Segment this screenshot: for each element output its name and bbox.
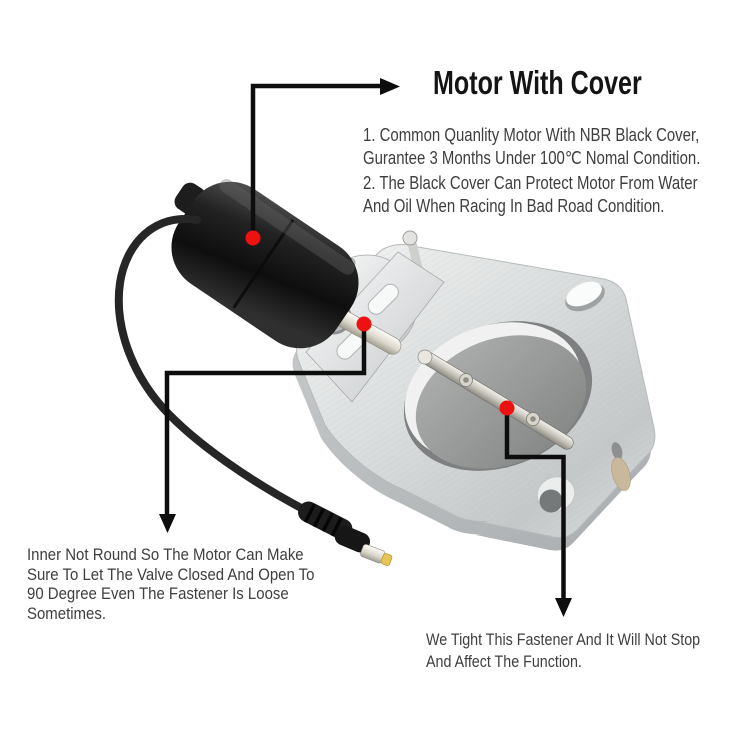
text-line: Gurantee 3 Months Under 100℃ Nomal Condi…	[363, 148, 701, 168]
plug-body	[334, 525, 371, 553]
text-line: Sometimes.	[27, 603, 106, 623]
shaft-screw-2	[526, 412, 540, 426]
arrow-down-icon	[159, 514, 176, 533]
text-line: Sure To Let The Valve Closed And Open To	[27, 564, 315, 584]
text-line: 90 Degree Even The Fastener Is Loose	[27, 584, 289, 603]
shaft-note: Inner Not Round So The Motor Can Make Su…	[27, 545, 314, 623]
rod-end-cap	[417, 349, 433, 365]
text-line: 2. The Black Cover Can Protect Motor Fro…	[363, 173, 698, 193]
text-line: And Affect The Function.	[426, 651, 582, 671]
bolt-hole-top	[565, 281, 605, 312]
text-line: And Oil When Racing In Bad Road Conditio…	[363, 196, 665, 216]
power-cable	[114, 215, 307, 513]
text-line: 1. Common Quanlity Motor With NBR Black …	[363, 125, 700, 145]
marker-dot-fastener	[499, 400, 515, 416]
marker-dot-shaft	[356, 316, 372, 332]
arrow-right-icon	[380, 78, 400, 95]
dc-plug	[334, 525, 393, 566]
callout-line-motor	[245, 78, 400, 246]
shaft-screw-1	[459, 373, 473, 387]
text-line: We Tight This Fastener And It Will Not S…	[426, 630, 701, 649]
callout-line-shaft	[159, 316, 372, 533]
fastener-note: We Tight This Fastener And It Will Not S…	[426, 629, 700, 672]
callout-title-motor: Motor With Cover	[433, 64, 642, 101]
marker-dot-motor	[245, 230, 261, 246]
callout-line-fastener	[499, 400, 572, 617]
text-line: Inner Not Round So The Motor Can Make	[27, 545, 304, 564]
arrow-down-icon	[555, 598, 572, 617]
side-thread-holes	[611, 442, 631, 491]
motor-note-1: 1. Common Quanlity Motor With NBR Black …	[363, 124, 700, 170]
cover-seam	[232, 219, 295, 309]
bracket-slot	[367, 283, 399, 315]
motor-note-2: 2. The Black Cover Can Protect Motor Fro…	[363, 172, 698, 218]
plug-tip	[380, 553, 393, 566]
